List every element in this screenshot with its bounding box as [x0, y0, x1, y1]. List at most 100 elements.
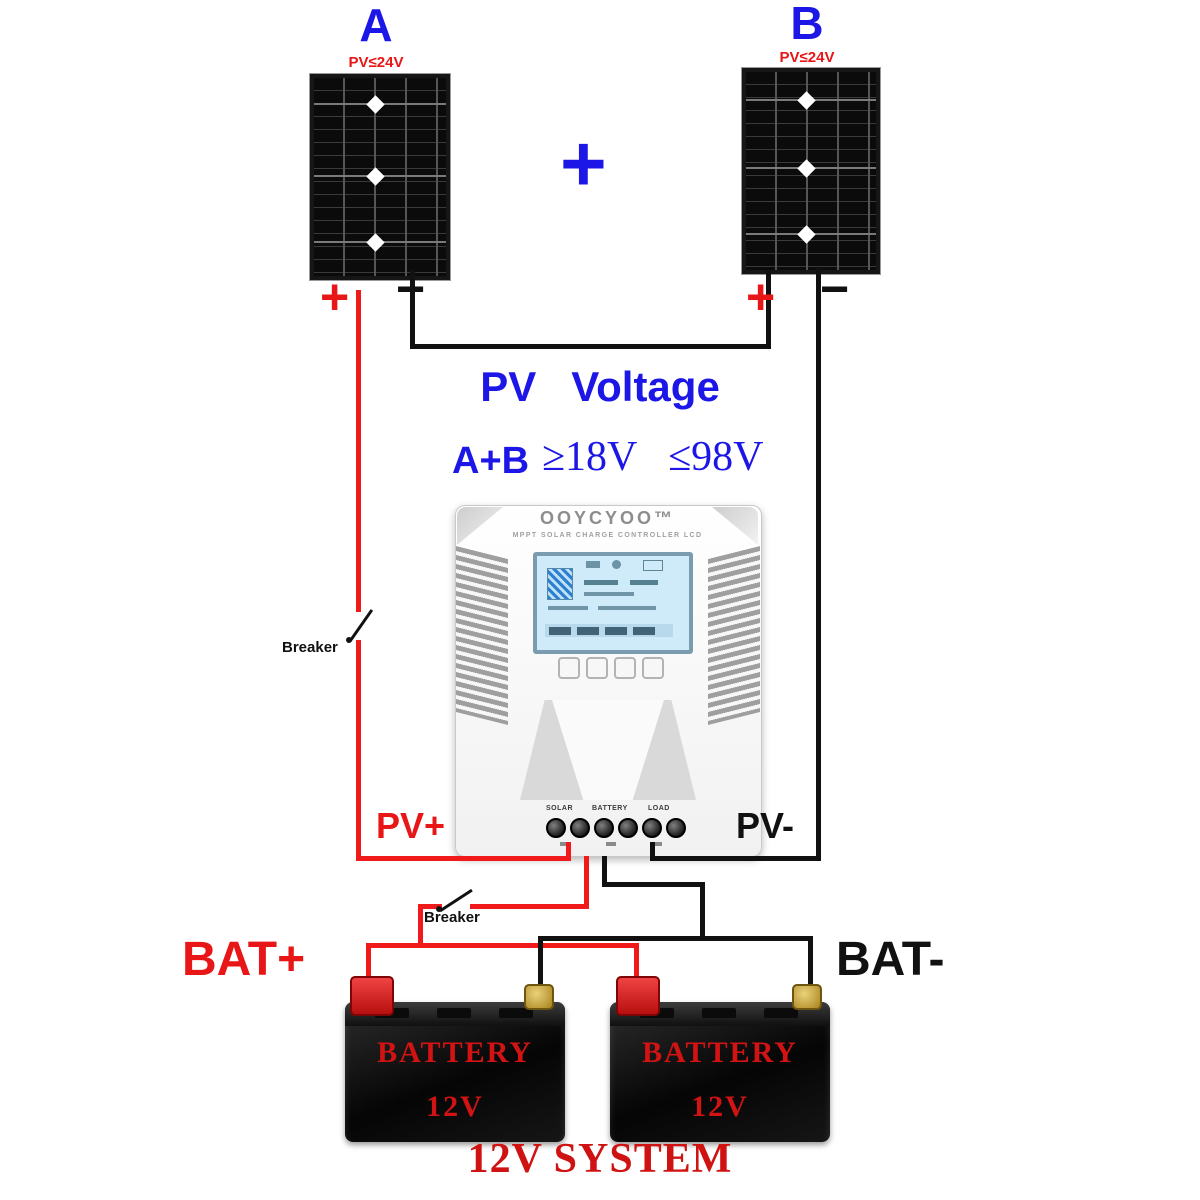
lcd-status-icon	[586, 561, 600, 568]
breaker-pivot-dot	[346, 637, 352, 643]
solar-cell-diamond-icon	[366, 167, 385, 186]
heatsink-fins-right	[708, 546, 760, 725]
pv-minus-label: PV-	[736, 805, 795, 846]
lcd-reading	[584, 592, 634, 596]
terminal-label-solar: SOLAR	[546, 805, 573, 812]
battery-vent-cap	[499, 1008, 533, 1018]
breaker-switch-icon	[348, 609, 374, 642]
battery1-positive-drop	[366, 943, 371, 988]
panel-b-positive-sign: +	[746, 269, 776, 325]
battery2-negative-drop	[808, 936, 813, 990]
battery-positive-wire	[418, 904, 442, 909]
pv-series-wire	[410, 344, 771, 349]
panel-b-label: B	[790, 0, 824, 49]
panel-b-rating: PV≤24V	[779, 49, 835, 66]
battery-positive-bus	[366, 943, 639, 948]
terminal-screw-icon	[642, 818, 662, 838]
panel-b-negative-sign: −	[820, 261, 850, 317]
controller-button	[586, 657, 608, 679]
battery-name-label: BATTERY	[642, 1036, 798, 1069]
terminal-screw-icon	[546, 818, 566, 838]
controller-button	[558, 657, 580, 679]
pv-voltage-title: PV Voltage	[480, 363, 720, 410]
battery1-negative-drop	[538, 936, 543, 990]
lcd-menu-item	[605, 627, 627, 635]
series-plus-sign: +	[560, 119, 607, 208]
panel-a-positive-sign: +	[320, 269, 350, 325]
panel-a-label: A	[359, 0, 393, 51]
lcd-reading	[584, 580, 618, 585]
pv-voltage-range-prefix: A+B	[452, 440, 530, 482]
breaker-pivot-dot	[436, 906, 442, 912]
bat-minus-label: BAT-	[836, 933, 945, 986]
terminal-screw-icon	[666, 818, 686, 838]
terminal-mark	[560, 842, 570, 846]
battery-vent-cap	[437, 1008, 471, 1018]
pv-positive-wire	[356, 290, 361, 612]
lcd-sun-icon	[612, 560, 621, 569]
battery-negative-wire	[700, 882, 705, 940]
battery1-positive-terminal	[350, 976, 394, 1016]
pv-negative-wire	[650, 842, 655, 858]
battery-1: BATTERY 12V	[345, 1002, 565, 1142]
battery2-positive-terminal	[616, 976, 660, 1016]
solar-cell-diamond-icon	[366, 95, 385, 114]
battery-vent-cap	[764, 1008, 798, 1018]
pv-series-wire	[410, 270, 415, 348]
controller-button	[614, 657, 636, 679]
pv-series-wire	[766, 270, 771, 349]
lcd-reading	[548, 606, 588, 610]
battery-name-label: BATTERY	[377, 1036, 533, 1069]
battery-positive-wire	[470, 904, 589, 909]
breaker-1-label: Breaker	[282, 639, 338, 656]
panel-a-rating: PV≤24V	[348, 54, 404, 71]
pv-voltage-range-values: ≥18V ≤98V	[542, 434, 764, 480]
pv-negative-wire	[816, 268, 821, 860]
battery-2: BATTERY 12V	[610, 1002, 830, 1142]
controller-button	[642, 657, 664, 679]
pv-negative-wire	[650, 856, 821, 861]
lcd-menu-item	[633, 627, 655, 635]
pv-positive-wire	[356, 640, 361, 860]
lcd-menu-item	[577, 627, 599, 635]
pv-positive-wire	[566, 842, 571, 858]
battery-voltage-label: 12V	[426, 1090, 484, 1123]
battery-voltage-label: 12V	[691, 1090, 749, 1123]
lcd-reading	[630, 580, 658, 585]
terminal-screw-icon	[570, 818, 590, 838]
panel-a-negative-sign: −	[396, 261, 426, 317]
terminal-label-battery: BATTERY	[592, 805, 628, 812]
lcd-reading	[598, 606, 656, 610]
battery-negative-wire	[602, 856, 607, 886]
solar-cell-diamond-icon	[797, 159, 816, 178]
solar-panel-a	[310, 74, 450, 280]
solar-panel-b	[742, 68, 880, 274]
lcd-battery-icon	[643, 560, 663, 571]
system-voltage-label: 12V SYSTEM	[467, 1136, 733, 1182]
pv-positive-wire	[356, 856, 571, 861]
terminal-screw-icon	[594, 818, 614, 838]
terminal-mark	[606, 842, 616, 846]
solar-cell-diamond-icon	[366, 233, 385, 252]
heatsink-fins-left	[456, 546, 508, 725]
controller-subtitle: MPPT SOLAR CHARGE CONTROLLER LCD	[512, 532, 703, 539]
lcd-solar-panel-icon	[547, 568, 573, 600]
battery-negative-bus	[538, 936, 813, 941]
terminal-mark	[652, 842, 662, 846]
bat-plus-label: BAT+	[182, 933, 306, 986]
controller-brand: OOYCYOO™	[539, 508, 675, 528]
battery2-negative-terminal	[792, 984, 822, 1010]
terminal-screw-icon	[618, 818, 638, 838]
lcd-menu-item	[549, 627, 571, 635]
battery-negative-wire	[602, 882, 705, 887]
breaker-2-label: Breaker	[424, 909, 480, 926]
battery2-positive-drop	[634, 943, 639, 988]
terminal-label-load: LOAD	[648, 805, 670, 812]
solar-cell-diamond-icon	[797, 225, 816, 244]
battery-positive-wire	[418, 904, 423, 947]
battery-vent-cap	[702, 1008, 736, 1018]
battery-positive-wire	[584, 856, 589, 908]
battery1-negative-terminal	[524, 984, 554, 1010]
pv-plus-label: PV+	[376, 805, 446, 846]
